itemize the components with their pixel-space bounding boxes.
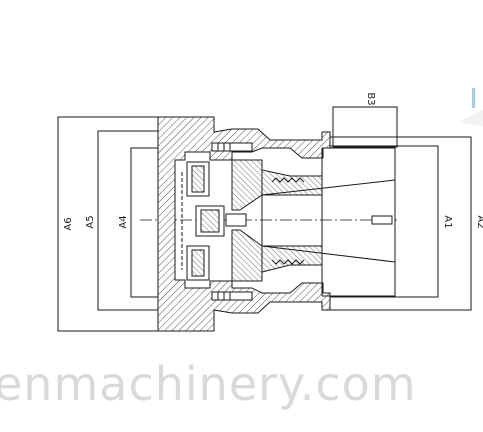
front-flange: [157, 116, 331, 332]
screw-lower: [211, 291, 253, 301]
corner-accent: [458, 88, 483, 126]
taper-bore-lower: [261, 245, 396, 263]
dimension-labels: A6 A5 A4 A1 A2 B3: [63, 92, 483, 230]
dimension-frames: [57, 106, 472, 332]
label-a2: A2: [475, 215, 483, 228]
right-body: [322, 147, 396, 297]
label-a4: A4: [118, 215, 129, 228]
taper-bore-upper: [261, 179, 396, 196]
dim-frame-a1: [330, 145, 439, 298]
center-stud: [225, 213, 247, 227]
label-a6: A6: [63, 217, 74, 230]
dim-frame-a5: [97, 130, 158, 311]
watermark-text: enmachinery.com: [0, 357, 417, 411]
right-pin: [371, 215, 393, 225]
screw-upper: [211, 142, 253, 152]
label-a1: A1: [442, 215, 453, 228]
thread-lower: [271, 259, 305, 265]
internal-parts: [181, 142, 253, 301]
thread-upper: [271, 177, 305, 183]
collet-lower: [231, 229, 323, 282]
chuck-body: [157, 116, 396, 332]
collet-upper: [231, 159, 323, 211]
label-b3: B3: [365, 92, 376, 105]
dim-frame-a4: [130, 147, 175, 298]
dim-frame-a6: [57, 116, 158, 332]
dim-frame-b3: [332, 106, 398, 148]
label-a5: A5: [85, 215, 96, 228]
